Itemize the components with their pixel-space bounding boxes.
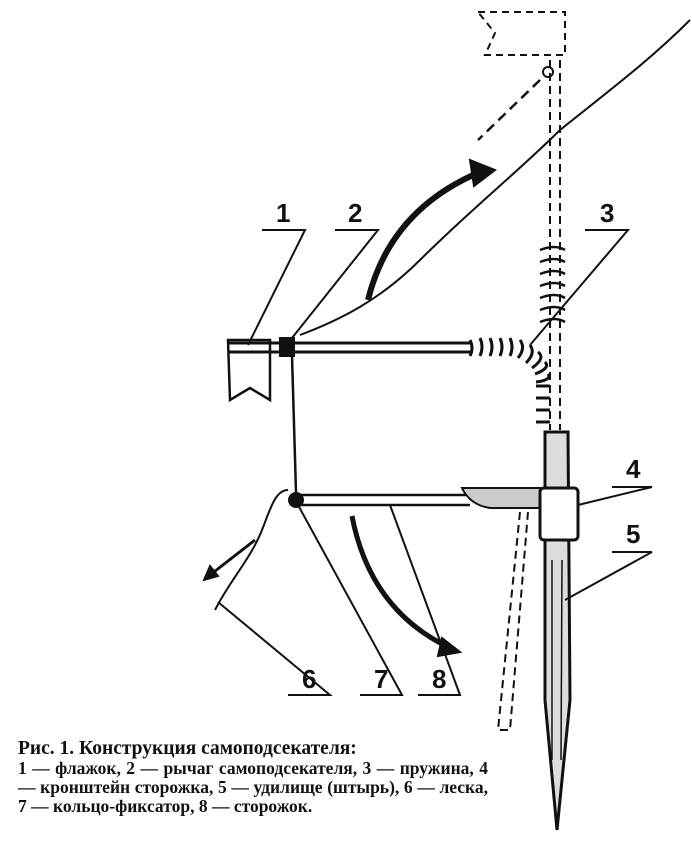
leader-lines [217,229,653,696]
flag [226,338,272,403]
pull-arrow [209,538,256,577]
sentry-bar [292,493,470,507]
spring [468,337,551,424]
label-6: 6 [302,664,316,694]
figure-caption: Рис. 1. Конструкция самоподсекателя: 1 —… [18,738,488,816]
fishing-line-lower [214,489,289,611]
bracket [538,486,580,542]
label-1: 1 [276,198,290,228]
label-8: 8 [432,664,446,694]
sentry-dashed [496,511,529,731]
arrow-up-curve [365,169,482,301]
rod-upper-dashed [549,60,561,430]
sentry-blade [460,487,541,509]
fishing-line-upper [299,19,691,336]
top-ring [542,66,554,78]
connecting-line [290,355,298,493]
raised-flag-dashed [475,11,566,56]
arrow-head [468,158,498,188]
lever-rod [228,341,470,354]
arrow-down-curve [349,515,452,651]
spring-coil [539,245,566,324]
caption-title: Рис. 1. Конструкция самоподсекателя: [18,738,357,759]
label-3: 3 [600,198,614,228]
ring-fixator [288,492,304,508]
label-2: 2 [348,198,362,228]
label-5: 5 [626,519,640,549]
raised-lever-dashed [477,79,541,141]
rod-grain [551,559,563,761]
label-7: 7 [374,664,388,694]
lever-clamp [279,337,295,357]
arrow-head [202,564,220,582]
label-4: 4 [626,454,641,484]
caption-legend: 1 — флажок, 2 — рычаг самоподсекателя, 3… [18,758,488,816]
